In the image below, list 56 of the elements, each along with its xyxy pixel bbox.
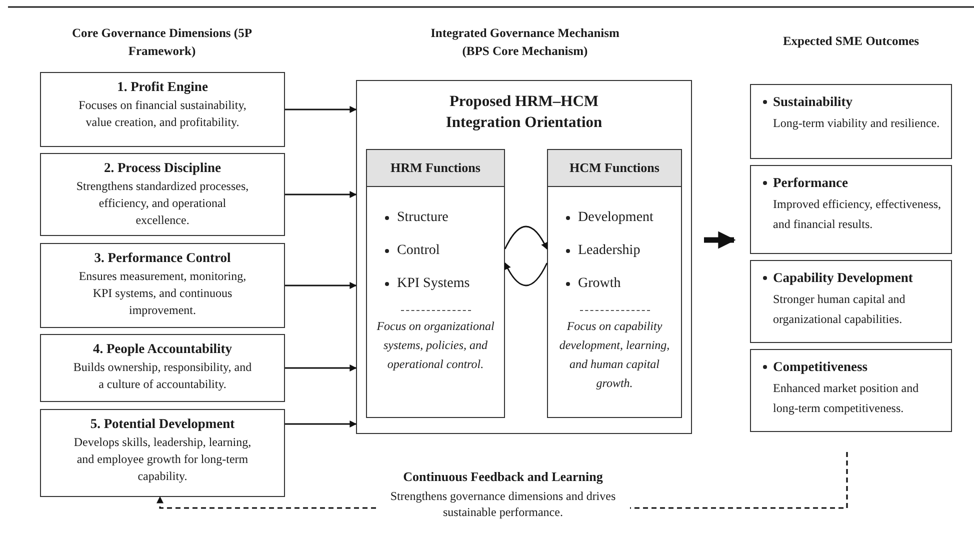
arrow: [285, 106, 357, 113]
panel-heading: HCM Functions: [548, 150, 681, 187]
outcome-box: [750, 84, 952, 159]
outcome-box: [750, 165, 952, 254]
node-description: Ensures measurement, monitoring, KPI systems, and continuous improvement.: [78, 268, 248, 319]
outcome-box: [750, 260, 952, 343]
panel-heading: HRM Functions: [367, 150, 504, 187]
outcome-description: Long-term viability and resilience.: [773, 115, 941, 132]
thick-arrow: [704, 231, 736, 249]
node-description: Builds ownership, responsibility, and a culture of accountability.: [72, 359, 253, 393]
node-title: Continuous Feedback and Learning: [402, 468, 604, 485]
node-description: Strengthens governance dimensions and drives sustainable performance.: [389, 488, 617, 520]
dimension-box: [40, 409, 285, 497]
outcome-description: Stronger human capital and organizational capabilities.: [773, 291, 906, 328]
function-panel: [366, 149, 505, 418]
node-title: 5. Potential Development: [89, 415, 236, 433]
panel-note: Focus on organizational systems, policies, and operational control.: [376, 318, 496, 373]
node-title: Proposed HRM–HCM Integration Orientation: [444, 92, 604, 133]
list-item: Structure: [397, 208, 448, 226]
list-item: Leadership: [578, 242, 640, 260]
dimension-box: [40, 334, 285, 402]
arrow: [285, 420, 357, 428]
node-title: 3. Performance Control: [93, 249, 232, 267]
outcome-description: Improved efficiency, effectiveness, and financial results.: [773, 196, 942, 233]
outcome-title: Competitiveness: [773, 358, 868, 376]
mechanism-box: [356, 80, 692, 434]
list-item: Control: [397, 242, 440, 260]
list-item: Development: [578, 208, 654, 226]
node-description: Develops skills, leadership, learning, and employee growth for long-term capability.: [72, 434, 252, 485]
arrow: [285, 191, 357, 198]
node-description: Strengthens standardized processes, efficiency, and operational excellence.: [75, 178, 250, 229]
outcome-description: Enhanced market position and long-term competitiveness.: [773, 380, 920, 417]
feedback-line: [630, 452, 848, 509]
dimension-box: [40, 72, 285, 147]
outcome-title: Performance: [773, 174, 848, 192]
column-heading: Integrated Governance Mechanism (BPS Core Mechanism): [430, 25, 620, 60]
column-heading: Core Governance Dimensions (5P Framework): [72, 25, 252, 60]
node-title: 4. People Accountability: [92, 340, 234, 358]
arrow: [285, 364, 357, 372]
arrow: [285, 282, 357, 289]
list-item: KPI Systems: [397, 274, 470, 292]
node-title: 2. Process Discipline: [102, 159, 222, 177]
dimension-box: [40, 153, 285, 236]
dimension-box: [40, 243, 285, 328]
node-description: Focuses on financial sustainability, value creation, and profitability.: [78, 97, 248, 131]
arrow: [504, 226, 548, 250]
arrow: [504, 262, 548, 286]
function-panel: [547, 149, 682, 418]
list-item: Growth: [578, 274, 621, 292]
feedback-line: [156, 496, 376, 509]
column-heading: Expected SME Outcomes: [782, 33, 920, 50]
panel-note: Focus on capability development, learning, and human capital growth.: [558, 318, 671, 392]
node-title: 1. Profit Engine: [116, 78, 209, 96]
outcome-title: Sustainability: [773, 93, 853, 111]
outcome-title: Capability Development: [773, 269, 913, 287]
outcome-box: [750, 349, 952, 432]
